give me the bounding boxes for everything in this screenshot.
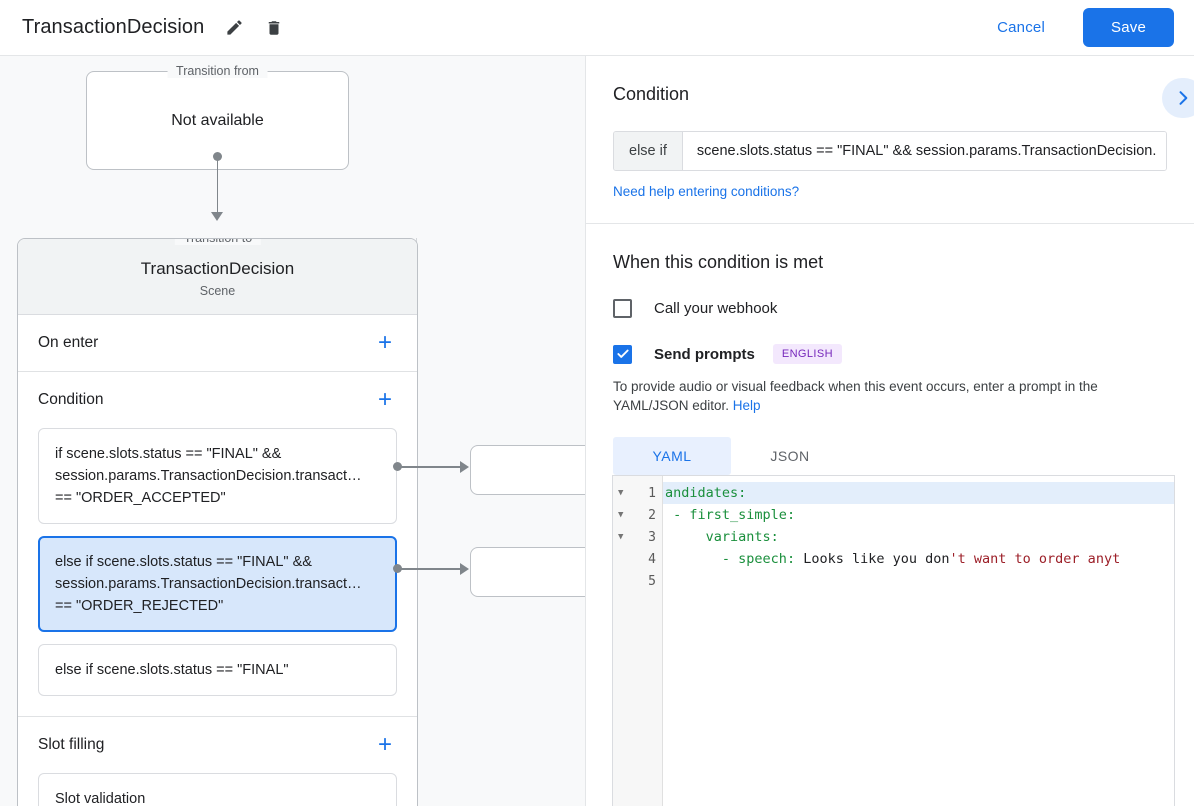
prompts-helper-text: To provide audio or visual feedback when… [613,377,1167,415]
gutter-row: 5 [613,570,662,592]
condition-chip-rejected[interactable]: else if scene.slots.status == "FINAL" &&… [38,536,397,632]
panel-condition-block: Condition else if scene.slots.status == … [586,56,1194,223]
pencil-icon[interactable] [220,14,248,42]
line-number: 1 [648,485,656,501]
page-title: TransactionDecision [22,16,205,38]
panel-divider [586,223,1194,224]
webhook-checkbox-row[interactable]: Call your webhook [613,299,1167,318]
prompts-help-link[interactable]: Help [732,398,761,413]
tab-json[interactable]: JSON [770,448,810,464]
editor-format-tabs: YAML JSON [613,437,1167,475]
condition-chip-final[interactable]: else if scene.slots.status == "FINAL" [38,644,397,696]
code-token [665,529,706,545]
chevron-right-icon[interactable] [1162,78,1194,118]
code-token: Looks like you don [795,551,950,567]
line-number: 4 [648,551,656,567]
yaml-editor[interactable]: ▼ 1 ▼ 2 ▼ 3 4 5 andidates: - first_simpl… [612,475,1175,806]
code-line[interactable] [663,570,1174,592]
trash-icon[interactable] [260,14,288,42]
code-token: variants [705,529,771,545]
add-slot-filling-button[interactable]: + [377,731,392,758]
section-condition: Condition + if scene.slots.status == "FI… [18,372,417,717]
transition-from-legend: Transition from [167,64,268,78]
fold-toggle-icon[interactable]: ▼ [618,510,624,520]
line-number: 2 [648,507,656,523]
connector-arrow-condition-1 [460,461,469,473]
code-line[interactable]: andidates: [663,482,1174,504]
section-title-slot-filling: Slot filling [38,736,105,753]
prompts-helper-sentence: To provide audio or visual feedback when… [613,379,1098,413]
fold-toggle-icon[interactable]: ▼ [618,532,624,542]
when-condition-met-title: When this condition is met [613,252,824,272]
connector-line-condition-2 [398,568,466,570]
transition-to-legend: Transition to [174,239,262,245]
code-line[interactable]: variants: [663,526,1174,548]
condition-chip-accepted[interactable]: if scene.slots.status == "FINAL" && sess… [38,428,397,524]
transition-from-value: Not available [171,111,264,129]
code-token: - [665,507,690,523]
section-on-enter: On enter + [18,315,417,372]
code-token: - [665,551,739,567]
send-prompts-row[interactable]: Send prompts ENGLISH [613,344,1167,364]
tab-yaml[interactable]: YAML [613,437,731,475]
condition-expression-input[interactable]: scene.slots.status == "FINAL" && session… [682,132,1166,170]
app-header: TransactionDecision Cancel Save [0,0,1194,56]
condition-input-row[interactable]: else if scene.slots.status == "FINAL" &&… [613,131,1167,171]
condition-target-node-2[interactable] [470,547,585,597]
panel-actions-block: When this condition is met Call your web… [586,224,1194,475]
line-number: 5 [648,573,656,589]
code-line[interactable]: - speech: Looks like you don't want to o… [663,548,1174,570]
section-slot-filling: Slot filling + Slot validation [18,717,417,806]
gutter-row: ▼ 1 [613,482,662,504]
code-token: andidates [665,485,739,501]
cancel-button[interactable]: Cancel [983,11,1059,44]
section-title-condition: Condition [38,391,104,408]
scene-name: TransactionDecision [140,259,295,278]
save-button[interactable]: Save [1083,8,1174,47]
condition-help-link[interactable]: Need help entering conditions? [613,184,800,199]
connector-dot-condition-2 [393,564,402,573]
code-token: : [738,485,747,501]
connector-line-condition-1 [398,466,466,468]
code-token: : [786,507,796,523]
code-token: first_simple [689,507,787,523]
connector-line-vertical [216,156,218,214]
code-line[interactable]: - first_simple: [663,504,1174,526]
line-number: 3 [648,529,656,545]
editor-code-area[interactable]: andidates: - first_simple: variants: - s… [663,476,1174,806]
send-prompts-checkbox[interactable] [613,344,632,364]
slot-validation-chip[interactable]: Slot validation [38,773,397,806]
panel-title: Condition [613,84,690,104]
scene-canvas[interactable]: Transition from Not available Transition… [0,56,585,806]
connector-arrow-condition-2 [460,563,469,575]
code-token: speech [738,551,787,567]
fold-toggle-icon[interactable]: ▼ [618,488,624,498]
scene-type: Scene [199,284,236,298]
condition-prefix-label: else if [614,132,683,170]
code-token: 't want to order anyt [949,551,1121,567]
connector-arrow-down [211,212,223,221]
add-condition-button[interactable]: + [377,386,392,413]
call-webhook-label: Call your webhook [654,300,778,317]
language-badge: ENGLISH [772,344,842,364]
section-title-on-enter: On enter [38,334,99,351]
call-webhook-checkbox[interactable] [613,299,632,318]
code-token: : [786,551,796,567]
add-on-enter-button[interactable]: + [377,329,392,356]
send-prompts-label: Send prompts [654,345,755,363]
code-token: : [770,529,779,545]
editor-gutter: ▼ 1 ▼ 2 ▼ 3 4 5 [613,476,663,806]
connector-dot-condition-1 [393,462,402,471]
gutter-row: ▼ 3 [613,526,662,548]
scene-card-header[interactable]: TransactionDecision Scene [18,239,417,315]
condition-target-node-1[interactable] [470,445,585,495]
gutter-row: ▼ 2 [613,504,662,526]
scene-card: Transition to TransactionDecision Scene … [17,238,418,806]
gutter-row: 4 [613,548,662,570]
